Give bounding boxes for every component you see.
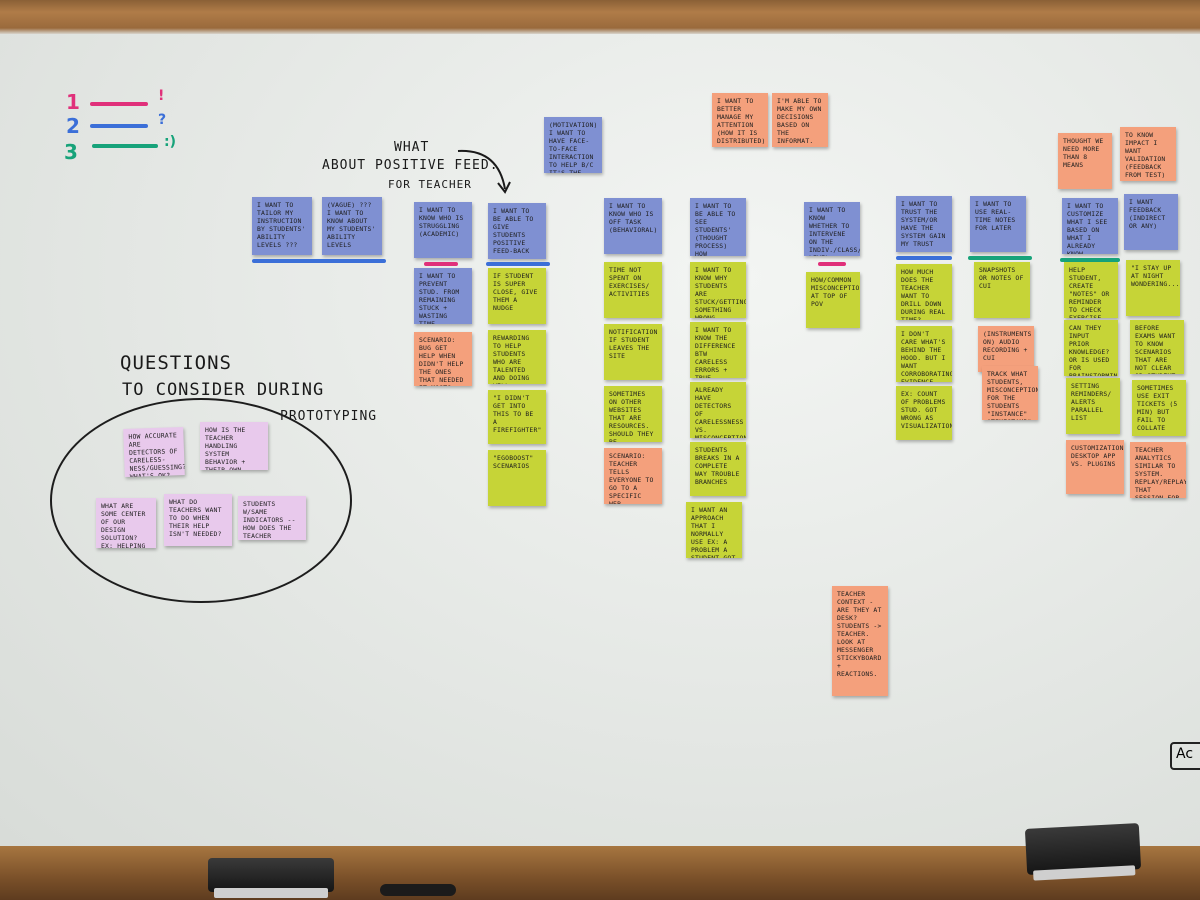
eraser[interactable] — [1024, 823, 1142, 881]
sticky-note-blue: I WANT TO TAILOR MY INSTRUCTION BY STUDE… — [252, 197, 312, 255]
sticky-note-orange: I WANT TO BETTER MANAGE MY ATTENTION (HO… — [712, 93, 768, 147]
sticky-note-green: I WANT AN APPROACH THAT I NORMALLY USE E… — [686, 502, 742, 558]
sticky-note-orange: SCENARIO: BUG GET HELP WHEN DIDN'T HELP … — [414, 332, 472, 386]
sticky-note-orange: CUSTOMIZATION DESKTOP APP VS. PLUGINS — [1066, 440, 1124, 494]
sticky-note-orange: I'M ABLE TO MAKE MY OWN DECISIONS BASED … — [772, 93, 828, 147]
sticky-note-green: ALREADY HAVE DETECTORS OF CARELESSNESS V… — [690, 382, 746, 438]
sticky-note-green: CAN THEY INPUT PRIOR KNOWLEDGE? OR IS US… — [1064, 320, 1118, 376]
annotation-prototyping: PROTOTYPING — [280, 409, 378, 424]
tag-underline-pink — [818, 262, 846, 266]
eraser[interactable] — [208, 858, 334, 898]
annotation-about-positive-feed: ABOUT POSITIVE FEED. — [322, 158, 499, 173]
sticky-note-orange: TEACHER CONTEXT - ARE THEY AT DESK? STUD… — [832, 586, 888, 696]
legend-mark-1: ! — [158, 88, 165, 104]
question-note: WHAT ARE SOME CENTER OF OUR DESIGN SOLUT… — [96, 498, 156, 548]
marker-tray — [0, 846, 1200, 900]
tag-underline-green — [1060, 258, 1120, 262]
marker[interactable] — [380, 884, 456, 896]
sticky-note-blue: (VAGUE) ??? I WANT TO KNOW ABOUT MY STUD… — [322, 197, 382, 255]
sticky-note-blue: I WANT TO TRUST THE SYSTEM/OR HAVE THE S… — [896, 196, 952, 252]
legend-mark-2: ? — [158, 112, 167, 128]
sticky-note-blue: (MOTIVATION) I WANT TO HAVE FACE-TO-FACE… — [544, 117, 602, 173]
sticky-note-green: NOTIFICATION IF STUDENT LEAVES THE SITE — [604, 324, 662, 380]
sticky-note-green: IF STUDENT IS SUPER CLOSE, GIVE THEM A N… — [488, 268, 546, 324]
sticky-note-green: EX: COUNT OF PROBLEMS STUD. GOT WRONG AS… — [896, 386, 952, 440]
annotation-to-consider-during: TO CONSIDER DURING — [122, 380, 325, 400]
sticky-note-green: I WANT TO KNOW WHY STUDENTS ARE STUCK/GE… — [690, 262, 746, 318]
tag-underline-blue — [486, 262, 550, 266]
sticky-note-orange: THOUGHT WE NEED MORE THAN 8 MEANS — [1058, 133, 1112, 189]
legend-num-1: 1 — [66, 90, 80, 114]
tag-underline-green — [968, 256, 1032, 260]
sticky-note-green: "I DIDN'T GET INTO THIS TO BE A FIREFIGH… — [488, 390, 546, 444]
annotation-questions: QUESTIONS — [120, 352, 232, 374]
sticky-note-blue: I WANT FEEDBACK (INDIRECT OR ANY) — [1124, 194, 1178, 250]
annotation-what: WHAT — [394, 140, 430, 155]
tag-underline-blue — [896, 256, 952, 260]
sticky-note-orange: TEACHER ANALYTICS SIMILAR TO SYSTEM. REP… — [1130, 442, 1186, 498]
legend-num-2: 2 — [66, 114, 80, 138]
sticky-note-orange: TO KNOW IMPACT I WANT VALIDATION (FEEDBA… — [1120, 127, 1176, 181]
corner-mark: Ac — [1170, 742, 1200, 770]
sticky-note-green: REWARDING TO HELP STUDENTS WHO ARE TALEN… — [488, 330, 546, 384]
arrow-curve-icon — [457, 149, 511, 194]
sticky-note-blue: I WANT TO CUSTOMIZE WHAT I SEE BASED ON … — [1062, 198, 1118, 254]
sticky-note-green: SOMETIMES USE EXIT TICKETS (5 MIN) BUT F… — [1132, 380, 1186, 436]
sticky-note-green: TIME NOT SPENT ON EXERCISES/ ACTIVITIES — [604, 262, 662, 318]
legend-line-pink — [90, 102, 148, 106]
sticky-note-green: SOMETIMES ON OTHER WEBSITES THAT ARE RES… — [604, 386, 662, 442]
questions-circle — [50, 398, 352, 603]
sticky-note-blue: I WANT TO KNOW WHO IS STRUGGLING (ACADEM… — [414, 202, 472, 258]
sticky-note-green: SNAPSHOTS OR NOTES OF CUI — [974, 262, 1030, 318]
tag-underline-blue — [252, 259, 386, 263]
question-note: HOW IS THE TEACHER HANDLING SYSTEM BEHAV… — [200, 422, 268, 470]
sticky-note-green: HOW MUCH DOES THE TEACHER WANT TO DRILL … — [896, 264, 952, 320]
tag-underline-pink — [424, 262, 458, 266]
sticky-note-blue: I WANT TO BE ABLE TO SEE STUDENTS' (THOU… — [690, 198, 746, 256]
sticky-note-green: I DON'T CARE WHAT'S BEHIND THE HOOD. BUT… — [896, 326, 952, 382]
sticky-note-green: "I STAY UP AT NIGHT WONDERING..." — [1126, 260, 1180, 316]
legend-line-blue — [90, 124, 148, 128]
annotation-for-teacher: FOR TEACHER — [388, 178, 472, 191]
legend-num-3: 3 — [64, 140, 78, 164]
sticky-note-blue: I WANT TO USE REAL-TIME NOTES FOR LATER — [970, 196, 1026, 252]
legend-mark-3: :) — [164, 134, 176, 150]
legend-line-green — [92, 144, 158, 148]
sticky-note-blue: I WANT TO BE ABLE TO GIVE STUDENTS POSIT… — [488, 203, 546, 259]
question-note: WHAT DO TEACHERS WANT TO DO WHEN THEIR H… — [164, 494, 232, 546]
sticky-note-blue: I WANT TO KNOW WHETHER TO INTERVENE ON T… — [804, 202, 860, 256]
question-note: HOW ACCURATE ARE DETECTORS OF CARELESS-N… — [123, 426, 185, 478]
sticky-note-orange: (INSTRUMENTS ON) AUDIO RECORDING + CUI — [978, 326, 1034, 372]
sticky-note-green: STUDENTS BREAKS IN A COMPLETE WAY TROUBL… — [690, 442, 746, 496]
sticky-note-blue: I WANT TO KNOW WHO IS OFF TASK (BEHAVIOR… — [604, 198, 662, 254]
sticky-note-green: "EGOBOOST" SCENARIOS — [488, 450, 546, 506]
sticky-note-green: I WANT TO KNOW THE DIFFERENCE BTW CARELE… — [690, 322, 746, 378]
sticky-note-green: HELP STUDENT, CREATE "NOTES" OR REMINDER… — [1064, 262, 1118, 318]
sticky-note-orange: SCENARIO: TEACHER TELLS EVERYONE TO GO T… — [604, 448, 662, 504]
sticky-note-green: SETTING REMINDERS/ ALERTS PARALLEL LIST — [1066, 378, 1120, 434]
sticky-note-blue: I WANT TO PREVENT STUD. FROM REMAINING S… — [414, 268, 472, 324]
question-note: STUDENTS W/SAME INDICATORS -- HOW DOES T… — [238, 496, 306, 540]
sticky-note-green: BEFORE EXAMS WANT TO KNOW SCENARIOS THAT… — [1130, 320, 1184, 374]
